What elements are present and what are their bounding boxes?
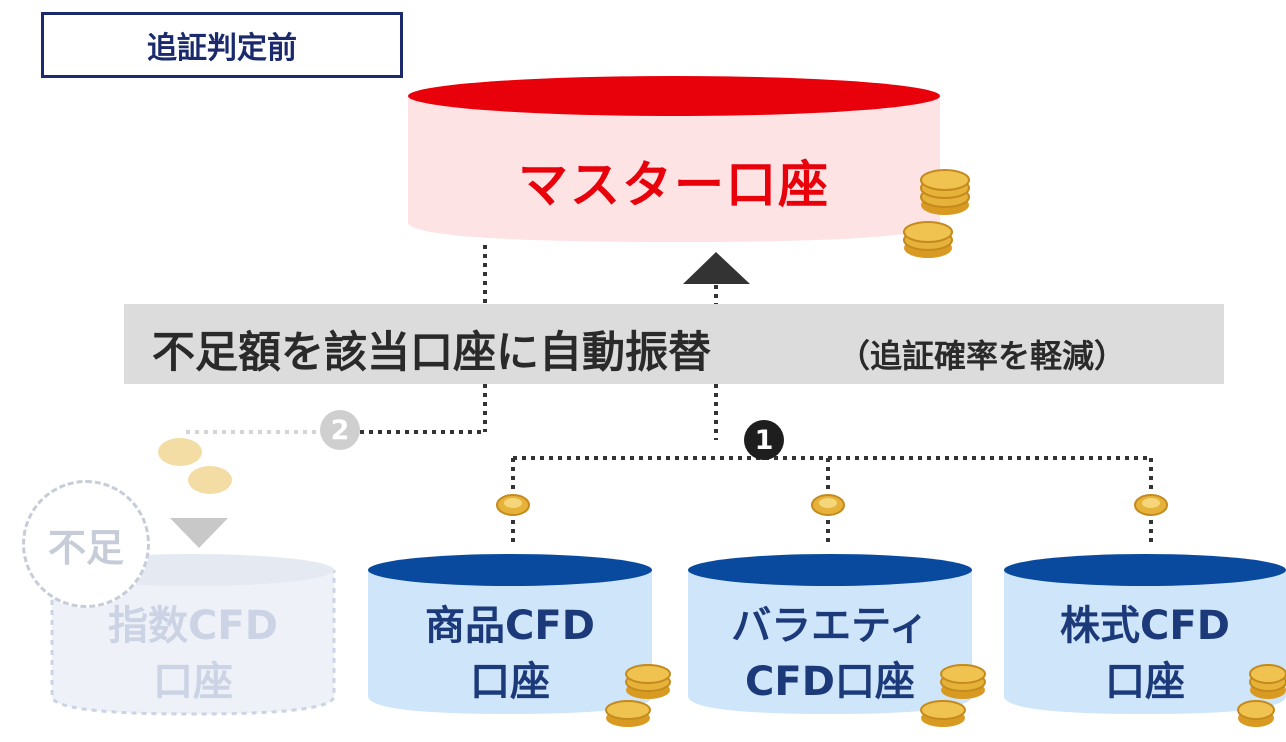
coin-icon — [496, 494, 530, 516]
coin-stack-icon — [903, 169, 970, 258]
banner-main-text: 不足額を該当口座に自動振替 — [152, 328, 711, 378]
master-account-cylinder — [408, 76, 940, 242]
account-variety-cfd: バラエティ CFD口座 — [680, 598, 980, 710]
transfer-banner — [124, 304, 1224, 384]
account-cylinder — [688, 554, 972, 714]
shortage-circle — [22, 480, 150, 608]
connector-lines — [360, 245, 1153, 545]
master-account-label: マスター口座 — [518, 156, 830, 214]
account-label-line1: 指数CFD — [108, 603, 278, 649]
step-2-badge: 2 — [320, 410, 360, 450]
page-title: 追証判定前 — [41, 12, 403, 78]
faded-coin-icon — [158, 438, 232, 494]
account-label-line1: 商品CFD — [425, 603, 595, 649]
step-1-badge: 1 — [744, 420, 784, 460]
account-index-cfd: 指数CFD 口座 — [43, 598, 343, 710]
arrow-up-icon — [683, 252, 750, 284]
account-label-line1: バラエティ — [731, 603, 929, 649]
coin-stack-icon — [920, 664, 986, 727]
account-label-line2: 口座 — [470, 659, 550, 705]
account-cylinder — [1004, 554, 1286, 714]
account-label-line1: 株式CFD — [1060, 603, 1230, 649]
coin-stack-icon — [1237, 664, 1286, 727]
account-label-line2: 口座 — [1105, 659, 1185, 705]
coin-icon — [1134, 494, 1168, 516]
account-stock-cfd: 株式CFD 口座 — [995, 598, 1286, 710]
account-label-line2: CFD口座 — [745, 659, 915, 705]
account-label-line2: 口座 — [153, 659, 233, 705]
banner-sub-text: （追証確率を軽減） — [838, 337, 1127, 375]
account-cylinder — [368, 554, 652, 714]
arrow-down-icon — [170, 518, 228, 548]
account-commodity-cfd: 商品CFD 口座 — [360, 598, 660, 710]
shortage-label: 不足 — [47, 526, 124, 570]
coin-stack-icon — [605, 664, 671, 727]
coin-icon — [811, 494, 845, 516]
